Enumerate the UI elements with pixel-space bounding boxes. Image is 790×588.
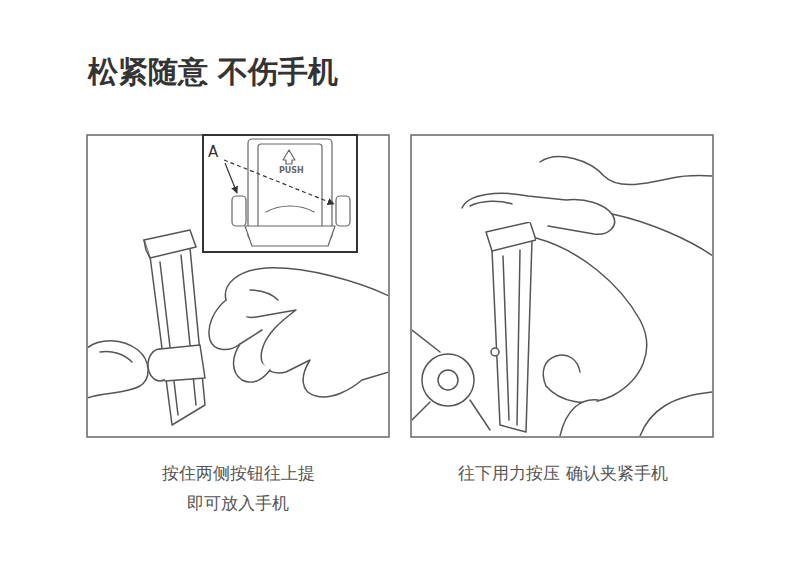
callout-letter: A	[208, 143, 218, 161]
inset-frame	[203, 135, 357, 252]
step-caption: 按住两侧按钮往上提 即可放入手机	[123, 458, 353, 518]
panel-frame	[411, 135, 713, 437]
page-title: 松紧随意 不伤手机	[88, 54, 338, 90]
panel-frame	[87, 135, 389, 437]
device-drawing	[232, 139, 350, 246]
hand-press-drawing	[412, 157, 712, 436]
button-label: PUSH	[279, 166, 304, 176]
hand-clamp-drawing	[88, 230, 388, 425]
leader-lines	[224, 160, 334, 204]
step-caption: 往下用力按压 确认夹紧手机	[448, 458, 678, 488]
